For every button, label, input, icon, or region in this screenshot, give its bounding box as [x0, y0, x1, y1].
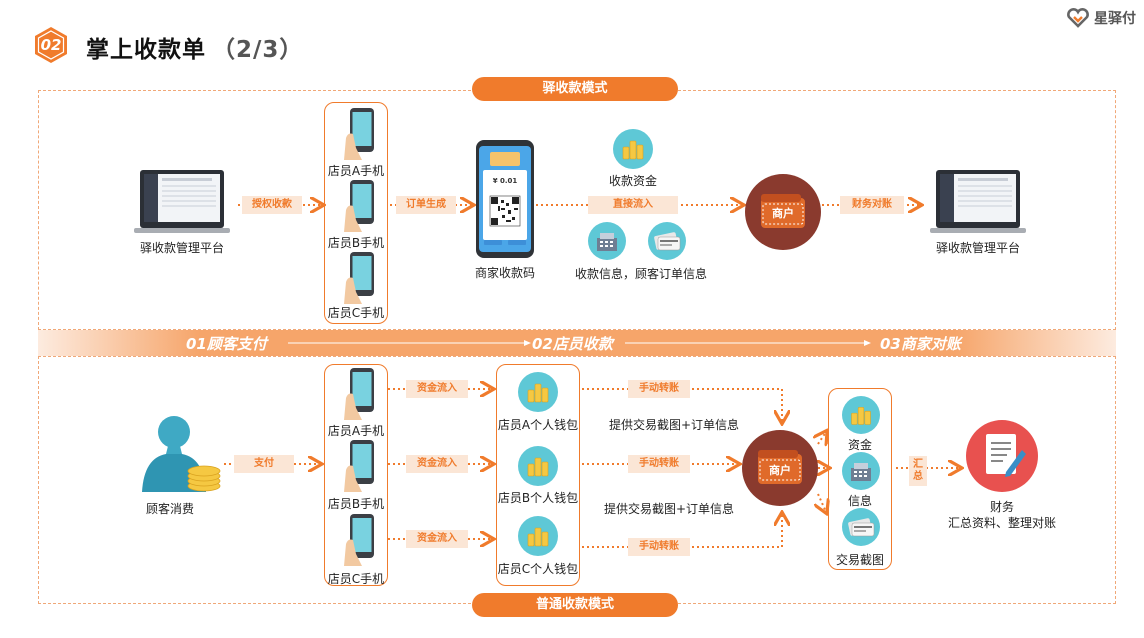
top-phone-a-label: 店员A手机: [327, 164, 385, 178]
info-label: 收款信息，顾客订单信息: [574, 267, 707, 281]
items-box: [828, 388, 892, 570]
tag-inflow-c: 资金流入: [406, 530, 468, 548]
laptop-icon: [134, 170, 230, 233]
register-icon: [842, 452, 880, 490]
bottom-phone-a-label: 店员A手机: [327, 424, 385, 438]
stage-band: [38, 330, 1116, 356]
top-phone-c-label: 店员C手机: [327, 306, 385, 320]
qr-amount: ¥ 0.01: [492, 177, 518, 185]
phone-icon: [344, 108, 374, 160]
item-info-label: 信息: [847, 494, 872, 508]
section-number: 02: [40, 36, 62, 54]
wallet-c-label: 店员C个人钱包: [497, 562, 579, 576]
coins-icon: [518, 446, 558, 486]
tag-order: 订单生成: [396, 196, 456, 214]
coins-icon: [613, 129, 653, 169]
item-screenshot-label: 交易截图: [835, 553, 884, 567]
brand-name: 星驿付: [1094, 11, 1136, 27]
finance-document-icon: [966, 420, 1038, 492]
top-phone-b-label: 店员B手机: [327, 236, 385, 250]
qr-label: 商家收款码: [474, 266, 535, 280]
phone-icon: [344, 368, 374, 420]
wallet-b-label: 店员B个人钱包: [497, 491, 579, 505]
tag-direct: 直接流入: [588, 196, 678, 214]
tag-authorize: 授权收款: [242, 196, 302, 214]
platform-right-label: 驿收款管理平台: [935, 241, 1020, 255]
page-subtitle: （2/3）: [212, 37, 304, 63]
bottom-mode-title: 普通收款模式: [472, 593, 678, 617]
tag-transfer-c: 手动转账: [628, 538, 690, 556]
phone-icon: [344, 180, 374, 232]
receipt-card-icon: [648, 222, 686, 260]
phone-icon: [344, 252, 374, 304]
bottom-phones-box: [324, 364, 388, 586]
tag-reconcile: 财务对账: [840, 196, 904, 214]
top-phones-box: [324, 102, 388, 324]
wallet-a-label: 店员A个人钱包: [497, 418, 579, 432]
merchant-wallet-icon: [745, 174, 821, 250]
tag-pay: 支付: [234, 455, 294, 473]
top-mode-title: 驿收款模式: [472, 77, 678, 101]
qr-phone-icon: [476, 140, 534, 258]
coins-icon: [518, 372, 558, 412]
page-title: 掌上收款单（2/3）: [86, 37, 304, 63]
tag-inflow-b: 资金流入: [406, 455, 468, 473]
laptop-icon: [930, 170, 1026, 233]
funds-label: 收款资金: [608, 174, 657, 188]
tag-transfer-b: 手动转账: [628, 455, 690, 473]
customer-label: 顾客消费: [145, 502, 194, 516]
stage-1-label: 01顾客支付: [186, 335, 267, 353]
customer-icon: [142, 416, 221, 492]
receipt-card-icon: [842, 508, 880, 546]
platform-left-label: 驿收款管理平台: [139, 241, 224, 255]
merchant-top-label: 商户: [772, 207, 794, 220]
wallets-box: [496, 364, 580, 586]
brand-logo-icon: [1067, 8, 1089, 28]
phone-icon: [344, 440, 374, 492]
coins-icon: [842, 396, 880, 434]
bottom-phone-c-label: 店员C手机: [327, 572, 385, 586]
tag-inflow-a: 资金流入: [406, 380, 468, 398]
register-icon: [588, 222, 626, 260]
merchant-bottom-label: 商户: [769, 464, 791, 477]
stage-2-label: 02店员收款: [532, 335, 613, 353]
provide-text-1: 提供交易截图+订单信息: [609, 418, 740, 432]
hexagon-badge-icon: [35, 27, 67, 63]
provide-text-2: 提供交易截图+订单信息: [604, 502, 735, 516]
coins-icon: [518, 516, 558, 556]
tag-transfer-a: 手动转账: [628, 380, 690, 398]
finance-desc: 汇总资料、整理对账: [947, 516, 1056, 530]
stage-3-label: 03商家对账: [880, 335, 961, 353]
bottom-phone-b-label: 店员B手机: [327, 497, 385, 511]
finance-title: 财务: [989, 500, 1014, 514]
phone-icon: [344, 514, 374, 566]
tag-summary: 汇总: [909, 456, 927, 486]
merchant-wallet-icon: [742, 430, 818, 506]
item-funds-label: 资金: [847, 438, 872, 452]
